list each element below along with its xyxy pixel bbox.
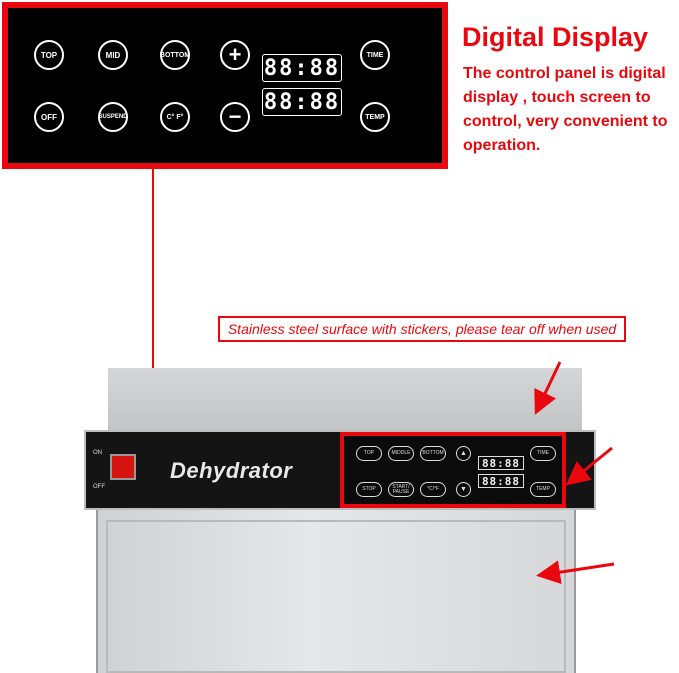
unit-toggle-button[interactable]: C° F° [160, 102, 190, 132]
mini-temp-display: 88:88 [478, 474, 524, 488]
off-button[interactable]: OFF [34, 102, 64, 132]
mini-middle-button[interactable]: MIDDLE [388, 446, 414, 461]
sticker-note: Stainless steel surface with stickers, p… [218, 316, 626, 342]
brand-label: Dehydrator [170, 458, 293, 483]
up-arrow-icon[interactable]: ▲ [456, 446, 471, 461]
time-button[interactable]: TIME [360, 40, 390, 70]
connector-line-vertical [152, 169, 154, 455]
mini-time-display: 88:88 [478, 456, 524, 470]
machine-control-panel: TOP MIDDLE BOTTOM ▲ 88:88 TIME STOP STAR… [340, 432, 566, 508]
mini-start-pause-button[interactable]: START/ PAUSE [388, 482, 414, 497]
time-display: 88:88 [262, 54, 342, 82]
mini-stop-button[interactable]: STOP [356, 482, 382, 497]
machine-door [106, 520, 566, 673]
mini-top-button[interactable]: TOP [356, 446, 382, 461]
mini-bottom-button[interactable]: BOTTOM [420, 446, 446, 461]
suspend-button[interactable]: SUSPEND [98, 102, 128, 132]
switch-on-label: ON [93, 450, 102, 456]
top-button[interactable]: TOP [34, 40, 64, 70]
minus-button[interactable]: − [220, 102, 250, 132]
mid-button[interactable]: MID [98, 40, 128, 70]
power-switch[interactable] [110, 454, 136, 480]
callout-description: The control panel is digital display , t… [463, 65, 668, 154]
mini-temp-button[interactable]: TEMP [530, 482, 556, 497]
machine-top-surface [108, 368, 582, 430]
plus-button[interactable]: + [220, 40, 250, 70]
mini-time-button[interactable]: TIME [530, 446, 556, 461]
temp-display: 88:88 [262, 88, 342, 116]
control-panel-closeup: TOP MID BOTTOM + 88:88 TIME OFF SUSPEND … [2, 2, 448, 169]
temp-button[interactable]: TEMP [360, 102, 390, 132]
bottom-button[interactable]: BOTTOM [160, 40, 190, 70]
switch-off-label: OFF [93, 484, 105, 490]
callout-title: Digital Display [462, 22, 649, 52]
down-arrow-icon[interactable]: ▼ [456, 482, 471, 497]
machine-body [96, 510, 576, 673]
mini-unit-button[interactable]: °C/°F [420, 482, 446, 497]
